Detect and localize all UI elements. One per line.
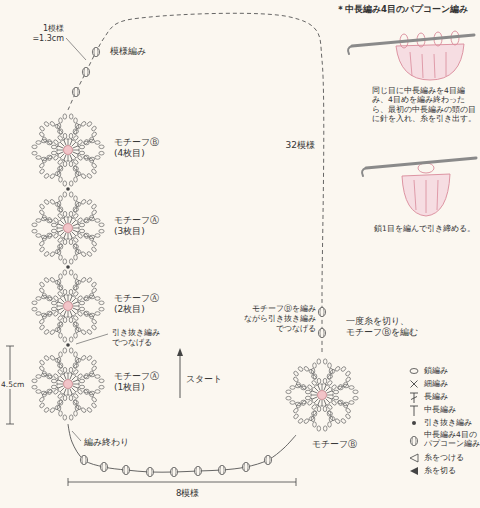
popcorn-stitch [242,462,249,471]
popcorn-stitch [218,465,225,474]
dimension-tick [296,478,297,486]
note-label: 編み終わり [84,437,134,448]
popcorn-stitch [146,467,153,476]
motif-label: モチーフⒷ (4枚目) [114,137,178,160]
single-crochet-symbol [411,381,418,388]
popcorn-stitch [100,462,107,471]
double-crochet-symbol [410,393,418,403]
motif-flower [32,114,104,186]
motif-flower [286,359,358,431]
note-label: スタート [186,374,230,385]
motif-flower [32,192,104,264]
leader-line [76,334,108,344]
note-label: 1模様 =1.3cm [28,24,64,44]
motif-drawing [28,110,108,190]
legend-text: 中長編み4目の パプコーン編み [424,430,480,448]
dimension-tick [6,424,14,425]
legend-text: 糸をつける [424,453,464,462]
motif-label: モチーフⒶ (2枚目) [114,293,178,316]
join-dot [66,265,70,269]
cut-yarn-symbol [410,467,418,475]
edge-label: 32模様 [285,140,316,151]
note-label: 模様編み [110,46,160,57]
legend-entry: 長編み [424,392,478,401]
note-label: 鎖1目を編んで引き締める。 [374,224,478,233]
join-dot [66,187,70,191]
yarn-cup [396,44,464,80]
crochet-hook [352,35,474,46]
legend-text: 鎖編み [424,366,448,375]
motif-drawing [28,188,108,268]
motif-label: モチーフⒶ (1枚目) [114,371,178,394]
note-label: 一度糸を切り、 モチーフⒷを編む [346,316,418,337]
popcorn-stitch [122,465,129,474]
legend-text: 糸を切る [424,466,456,475]
yarn-strap [68,13,324,355]
motif-drawing [28,266,108,346]
legend-entry: 引き抜き編み [424,418,478,427]
motif-flower [32,348,104,420]
hook-tip [348,46,352,54]
yarn-strap [68,424,296,472]
leader-line [72,431,81,441]
motif-drawing [282,355,362,435]
join-dot [66,343,70,347]
popcorn-stitch [82,67,89,76]
hook-tip [362,168,366,176]
motif: モチーフⒶ (1枚目) [28,344,108,424]
note-label: 引き抜き編み でつなげる [112,328,168,348]
yarn-stitches [414,180,438,213]
half-double-symbol [410,406,418,416]
popcorn-stitch [318,307,325,316]
legend-entry: 糸をつける [424,453,478,462]
popcorn-stitch [72,87,79,96]
popcorn-stitch [318,328,325,337]
motif-drawing [28,344,108,424]
legend-text: 細編み [424,379,448,388]
leader-line [66,38,86,60]
legend-entry: 糸を切る [424,466,478,475]
motif: モチーフⒷ [282,355,362,435]
note-label: 同じ目に中長編みを4目編み、4目めを編み終わったら、最初の中長編みの頭の目に針を… [372,86,476,124]
popcorn-symbol [410,436,417,445]
popcorn-shape [402,174,450,216]
note-label: モチーフⒷを編み ながら引き抜き編み でつなげる [230,304,316,334]
motif-flower [32,270,104,342]
popcorn-stitch [264,455,271,464]
dimension-tick [6,346,14,347]
crochet-hook [366,158,476,168]
note-label: ＊中長編み4目のパプコーン編み [336,4,468,15]
legend-entry: 細編み [424,379,478,388]
legend-text: 引き抜き編み [424,418,472,427]
legend-entry: 中長編み4目の パプコーン編み [424,430,478,449]
legend-text: 長編み [424,392,448,401]
popcorn-stitch [92,47,99,56]
motif-label: モチーフⒶ (3枚目) [114,215,178,238]
motif: モチーフⒶ (3枚目) [28,188,108,268]
popcorn-stitch [170,467,177,476]
join-yarn-symbol [410,454,418,462]
motif: モチーフⒷ (4枚目) [28,110,108,190]
yarn-stitches [410,52,446,78]
popcorn-stitch [80,455,87,464]
note-label: 4.5cm [1,380,25,389]
motif-label: モチーフⒷ [312,439,382,450]
start-arrow [180,354,181,398]
dimension-tick [68,478,69,486]
popcorn-stitch [194,466,201,475]
note-label: 8模様 [176,488,216,499]
slip-stitch-symbol [412,421,416,425]
legend-entry: 中長編み [424,405,478,414]
legend-text: 中長編み [424,405,456,414]
arrowhead [177,348,183,356]
chain-symbol [410,369,418,374]
dimension-line [68,482,296,483]
motif: モチーフⒶ (2枚目) [28,266,108,346]
legend-entry: 鎖編み [424,366,478,375]
